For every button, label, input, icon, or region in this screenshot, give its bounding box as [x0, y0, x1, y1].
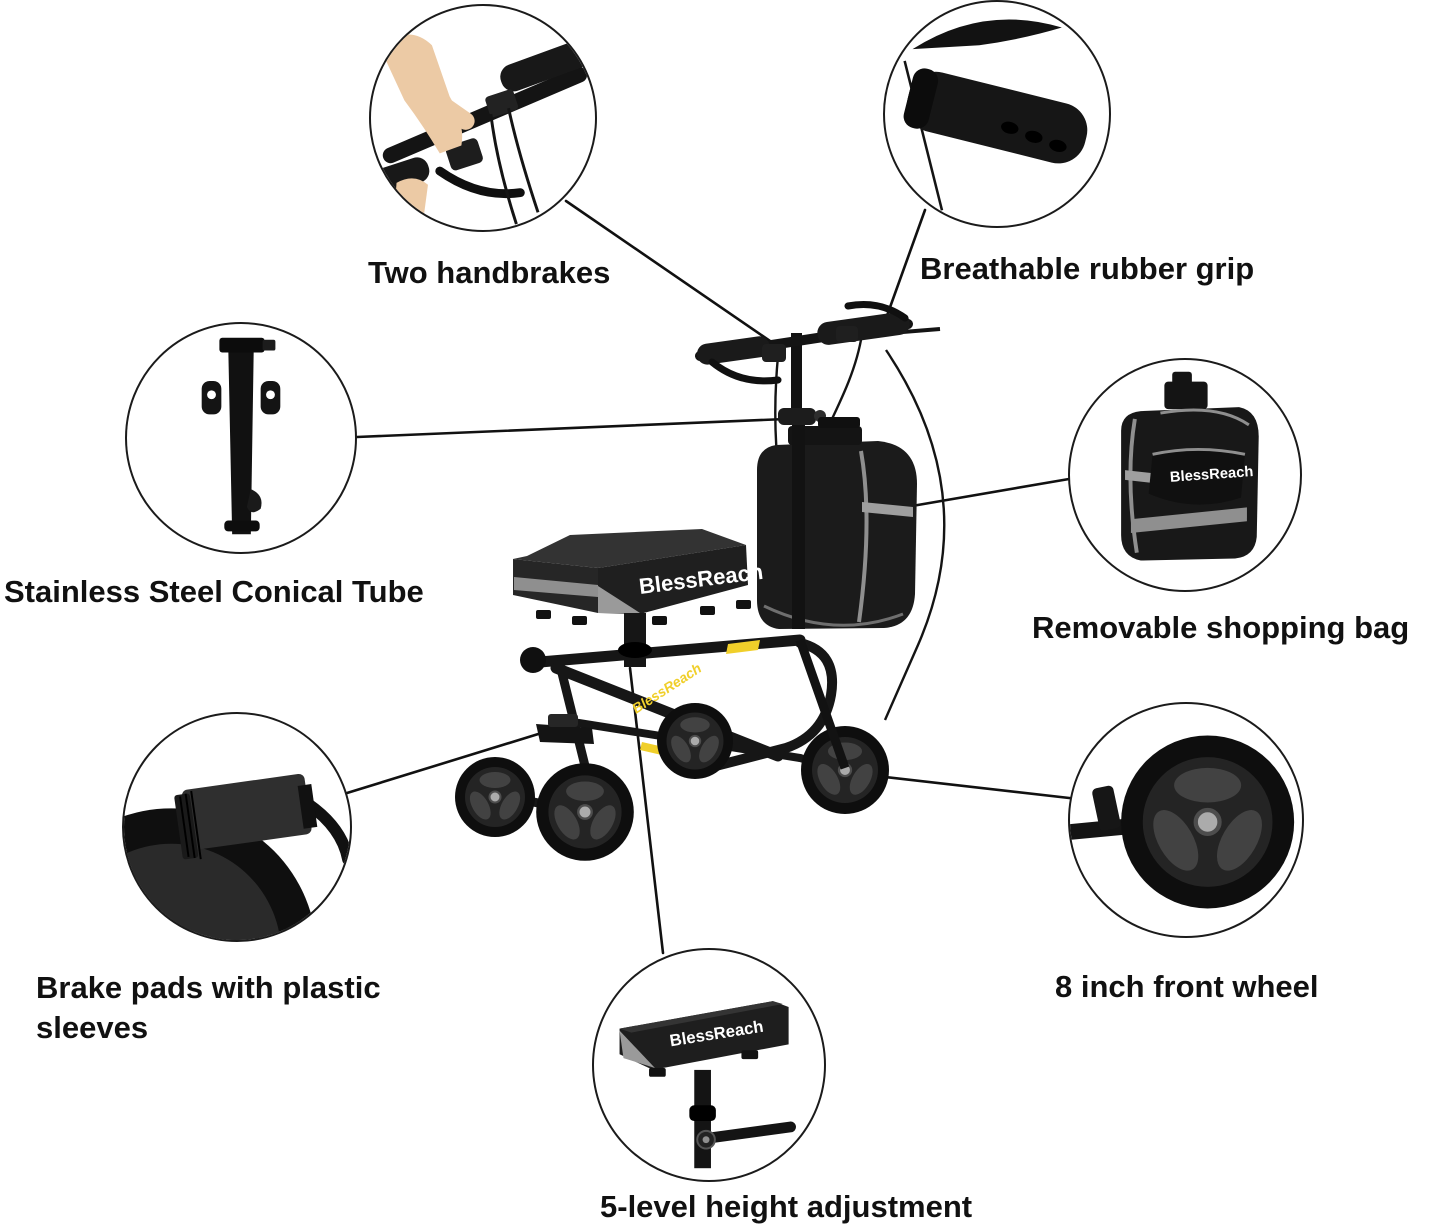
- knee-pad-side: BlessReach: [619, 1001, 789, 1070]
- bag-mount: [1164, 371, 1208, 410]
- wheel: [534, 761, 636, 863]
- frame-hinge: [520, 647, 546, 673]
- leader-line-height-adjustment: [628, 666, 665, 955]
- callout-label-handbrakes: Two handbrakes: [368, 255, 611, 290]
- brake-lever: [912, 19, 1062, 50]
- callout-circle-rubber-grip: [883, 0, 1111, 228]
- callout-label-shopping-bag: Removable shopping bag: [1032, 610, 1410, 645]
- wheel: [799, 724, 891, 816]
- callout-circle-shopping-bag: BlessReach: [1068, 358, 1302, 592]
- front-wheel: [1121, 735, 1295, 909]
- pad-post: [624, 613, 646, 667]
- leader-line-conical-tube: [355, 417, 788, 439]
- callout-circle-brake-pads: [122, 712, 352, 942]
- callout-circle-conical-tube: [125, 322, 357, 554]
- wheel: [454, 756, 536, 838]
- callout-label-rubber-grip: Breathable rubber grip: [920, 251, 1255, 286]
- pad-feet: [649, 1050, 759, 1077]
- adjustment-bolt: [702, 1136, 710, 1144]
- callout-circle-front-wheel: [1068, 702, 1304, 938]
- leader-line-handbrakes: [564, 199, 772, 343]
- brake-cable: [489, 113, 518, 225]
- conical-tube: [228, 345, 254, 535]
- pad-feet: [536, 600, 751, 625]
- brake-pad: [174, 773, 318, 860]
- grip-body: [903, 68, 1088, 164]
- leader-line-shopping-bag: [910, 477, 1071, 508]
- brake-lever: [435, 166, 525, 199]
- bag-brand-logo: BlessReach: [1169, 464, 1253, 486]
- callout-label-conical-tube: Stainless Steel Conical Tube: [4, 574, 424, 609]
- leader-line-brake-pads: [345, 729, 550, 795]
- handlebar: [695, 301, 941, 385]
- height-clamp: [689, 1105, 716, 1122]
- right-brake-lever: [844, 301, 909, 322]
- handlebar-bar: [382, 66, 588, 164]
- left-grip: [697, 336, 770, 365]
- grip: [500, 40, 591, 92]
- callout-label-brake-pads: Brake pads with plastic sleeves: [36, 970, 381, 1045]
- frame-arm: [698, 1121, 796, 1145]
- callout-label-height-adjustment: 5-level height adjustment: [600, 1189, 973, 1224]
- knee-pad: BlessReach: [513, 529, 764, 667]
- clamp-lever: [246, 489, 262, 513]
- wheel: [656, 702, 734, 780]
- product-shopping-bag: [757, 417, 917, 629]
- brake-cable: [507, 107, 540, 213]
- brake-cable: [903, 60, 944, 211]
- bag-flap: [1148, 449, 1245, 505]
- leader-line-rubber-grip: [882, 208, 927, 326]
- rear-brake-bracket: [536, 714, 594, 744]
- callout-circle-handbrakes: [369, 4, 597, 232]
- callout-circle-height-adjustment: BlessReach: [592, 948, 826, 1182]
- fork-bracket: [1092, 785, 1121, 831]
- callout-label-front-wheel: 8 inch front wheel: [1055, 969, 1319, 1004]
- left-brake-lever: [708, 358, 782, 385]
